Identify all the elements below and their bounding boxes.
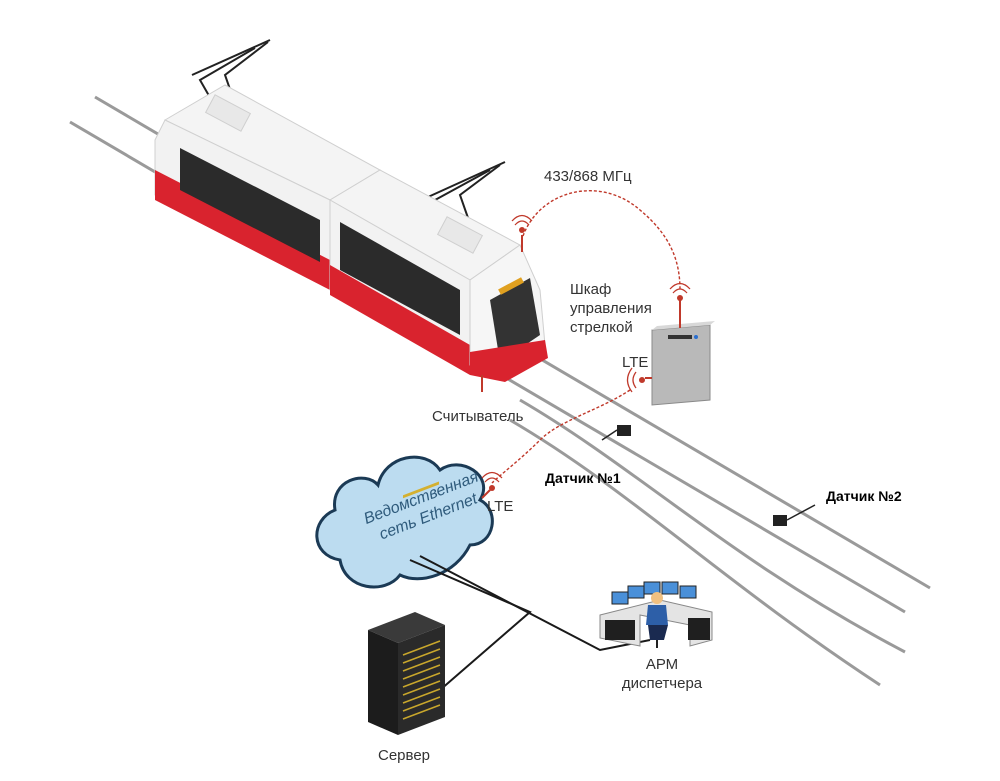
cabinet-label-line1: Шкаф xyxy=(570,281,612,298)
dispatcher-workstation-icon xyxy=(599,581,713,648)
workstation-label-line1: АРМ xyxy=(645,656,679,673)
sensor1-label: Датчик №1 xyxy=(545,470,621,486)
antenna-icon xyxy=(626,367,652,393)
lte-cloud-label: LTE xyxy=(487,498,514,515)
server-label: Сервер xyxy=(378,747,431,764)
cabinet-label: Шкаф управления стрелкой xyxy=(570,280,652,337)
sensor-icon xyxy=(601,425,631,441)
sensor-icon xyxy=(773,504,816,526)
wireless-link-433 xyxy=(522,190,681,291)
cabinet-label-line3: стрелкой xyxy=(570,319,633,336)
cloud-icon xyxy=(315,455,494,589)
reader-label: Считыватель xyxy=(432,408,524,425)
antenna-icon xyxy=(669,282,691,301)
tram-icon xyxy=(154,39,548,392)
antenna-icon xyxy=(511,214,533,252)
wireless-link-lte xyxy=(491,389,631,484)
sensor2-label: Датчик №2 xyxy=(826,488,902,504)
cabinet-label-line2: управления xyxy=(570,300,652,317)
server-rack-icon xyxy=(368,481,445,735)
switch-cabinet-icon xyxy=(651,300,715,406)
frequency-label: 433/868 МГц xyxy=(544,168,632,185)
antenna-icon xyxy=(481,471,503,499)
workstation-label: АРМ диспетчера xyxy=(602,655,722,693)
workstation-label-line2: диспетчера xyxy=(621,675,703,692)
lte-cabinet-label: LTE xyxy=(622,354,649,371)
